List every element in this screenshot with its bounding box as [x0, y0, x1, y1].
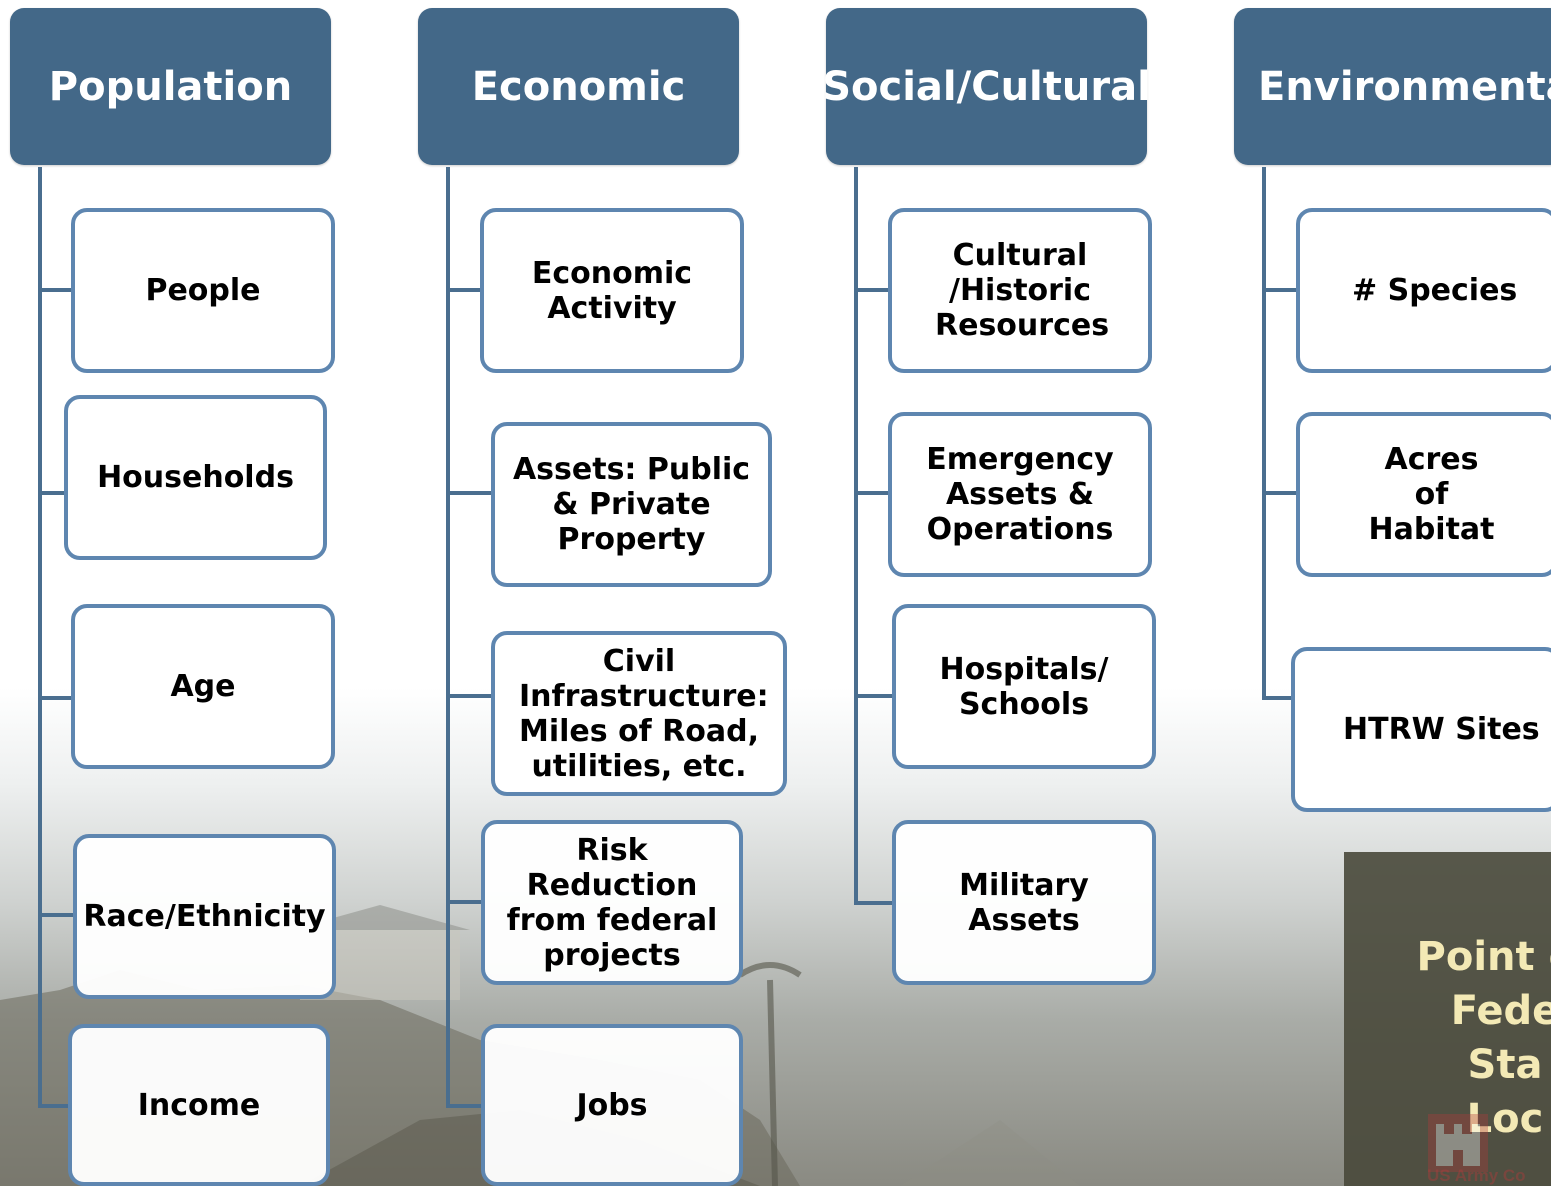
node-label: Acres of Habitat	[1368, 442, 1495, 547]
callout-panel	[1344, 852, 1551, 1186]
node-people: People	[71, 208, 335, 373]
node-label: HTRW Sites	[1343, 712, 1540, 747]
connector-branch	[854, 288, 888, 292]
logo-text: US Army Co	[1427, 1166, 1526, 1185]
node-income: Income	[68, 1024, 330, 1186]
connector-branch	[38, 913, 73, 917]
connector-branch	[854, 491, 888, 495]
connector-branch	[446, 288, 480, 292]
connector-branch	[446, 900, 481, 904]
node-emergency-assets: Emergency Assets & Operations	[888, 412, 1152, 577]
connector-trunk	[446, 167, 450, 1108]
connector-branch	[38, 1104, 68, 1108]
connector-branch	[446, 694, 491, 698]
node-label: Cultural /Historic Resources	[935, 238, 1110, 343]
node-label: Economic Activity	[531, 255, 693, 326]
connector-branch	[1262, 696, 1292, 700]
header-environmental-label: Environmental	[1258, 63, 1551, 110]
node-label: Military Assets	[959, 867, 1089, 938]
node-label: Hospitals/ Schools	[939, 651, 1109, 722]
node-cultural-historic: Cultural /Historic Resources	[888, 208, 1152, 373]
node-race-ethnicity: Race/Ethnicity	[73, 834, 336, 999]
header-population: Population	[10, 8, 331, 165]
header-economic-label: Economic	[471, 63, 686, 110]
connector-branch	[446, 491, 491, 495]
node-label: Civil Infrastructure: Miles of Road, uti…	[519, 643, 769, 784]
header-environmental: Environmental	[1234, 8, 1551, 165]
header-economic: Economic	[418, 8, 739, 165]
node-assets-property: Assets: Public & Private Property	[491, 422, 772, 587]
header-population-label: Population	[48, 63, 293, 110]
node-label: People	[145, 273, 261, 308]
connector-branch	[38, 491, 64, 495]
node-label: Assets: Public & Private Property	[512, 452, 751, 557]
callout-text: Point of Fede Sta Loc	[1416, 934, 1551, 1142]
connector-branch	[38, 696, 71, 700]
node-label: Jobs	[576, 1087, 648, 1123]
connector-trunk	[854, 167, 858, 905]
node-acres-habitat: Acres of Habitat	[1296, 412, 1551, 577]
connector-branch	[446, 1104, 481, 1108]
node-jobs: Jobs	[481, 1024, 743, 1186]
header-social-cultural: Social/Cultural	[822, 8, 1151, 165]
header-social-cultural-label: Social/Cultural	[822, 63, 1151, 110]
castle-logo-icon	[1428, 1114, 1488, 1172]
node-label: # Species	[1352, 273, 1518, 308]
node-hospitals-schools: Hospitals/ Schools	[892, 604, 1156, 769]
connector-branch	[1262, 288, 1296, 292]
node-households: Households	[64, 395, 327, 560]
node-label: Income	[137, 1087, 261, 1123]
connector-branch	[854, 901, 892, 905]
node-label: Households	[97, 460, 294, 495]
connector-trunk	[1262, 167, 1266, 700]
node-economic-activity: Economic Activity	[480, 208, 744, 373]
node-label: Age	[170, 669, 236, 704]
connector-trunk	[38, 167, 42, 1108]
node-age: Age	[71, 604, 335, 769]
node-label: Race/Ethnicity	[83, 899, 326, 934]
node-civil-infrastructure: Civil Infrastructure: Miles of Road, uti…	[491, 631, 787, 796]
node-label: Emergency Assets & Operations	[926, 442, 1114, 547]
node-label: Risk Reduction from federal projects	[506, 832, 718, 973]
connector-branch	[854, 694, 892, 698]
node-species: # Species	[1296, 208, 1551, 373]
connector-branch	[1262, 491, 1296, 495]
node-htrw-sites: HTRW Sites	[1291, 647, 1551, 812]
node-risk-reduction: Risk Reduction from federal projects	[481, 820, 743, 985]
connector-branch	[38, 288, 71, 292]
node-military-assets: Military Assets	[892, 820, 1156, 985]
